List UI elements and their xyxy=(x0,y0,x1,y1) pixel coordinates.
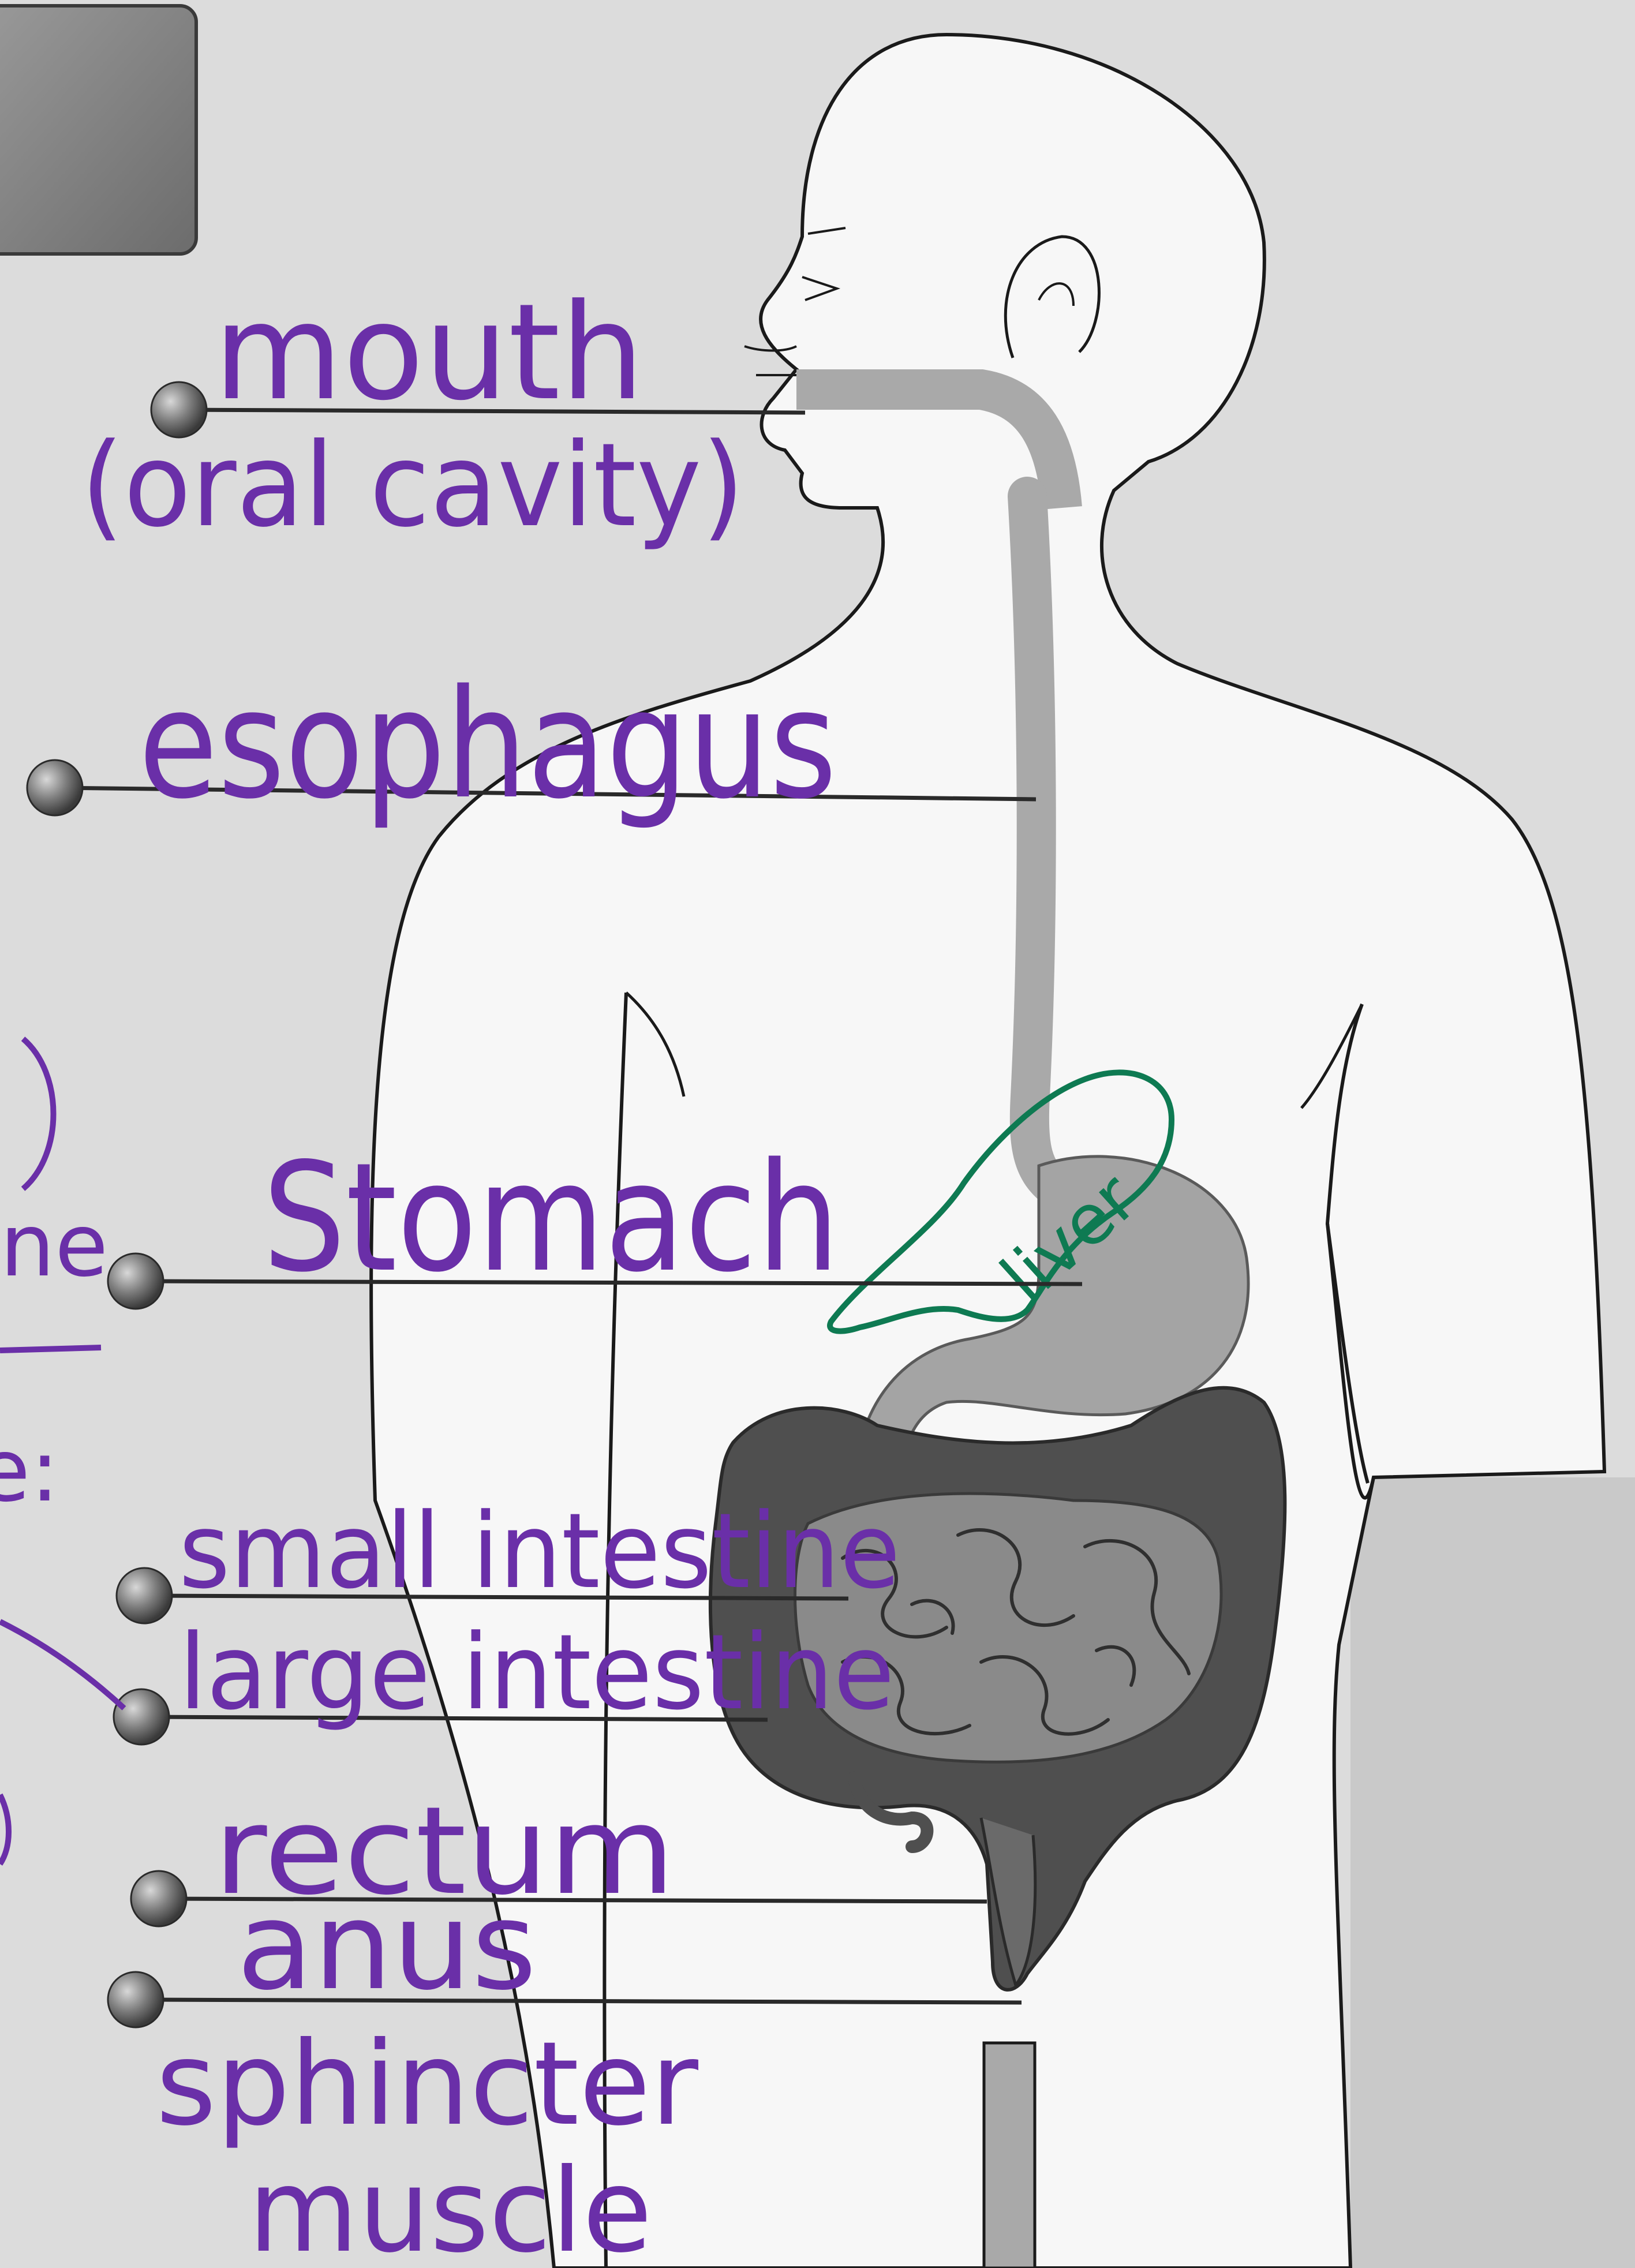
oral-cavity-label: (oral cavity) xyxy=(81,418,744,553)
margin-fragment-ne: ne xyxy=(0,1196,108,1296)
esophagus-label: esophagus xyxy=(139,658,837,832)
margin-underline xyxy=(0,1348,101,1350)
large-intestine-label: large intestine xyxy=(179,1612,895,1733)
stomach-pin xyxy=(108,1253,163,1309)
anus-pin xyxy=(108,1972,163,2027)
sphincter-label: sphincter xyxy=(156,2017,699,2151)
small-intestine-pin xyxy=(117,1568,172,1623)
anus-label: anus xyxy=(237,1876,537,2017)
leg-gap xyxy=(984,2043,1035,2268)
shadow-panel xyxy=(1350,1477,1635,2268)
muscle-label: muscle xyxy=(248,2144,652,2268)
mouth-label: mouth xyxy=(214,276,645,430)
margin-fragment-colon: e: xyxy=(0,1421,59,1521)
rectum-pin xyxy=(131,1871,186,1926)
header-tab xyxy=(0,6,196,254)
esophagus-pin xyxy=(27,760,83,815)
stomach-label: Stomach xyxy=(263,1131,840,1305)
large-intestine-pin xyxy=(114,1689,169,1745)
small-intestine-label: small intestine xyxy=(179,1491,900,1612)
